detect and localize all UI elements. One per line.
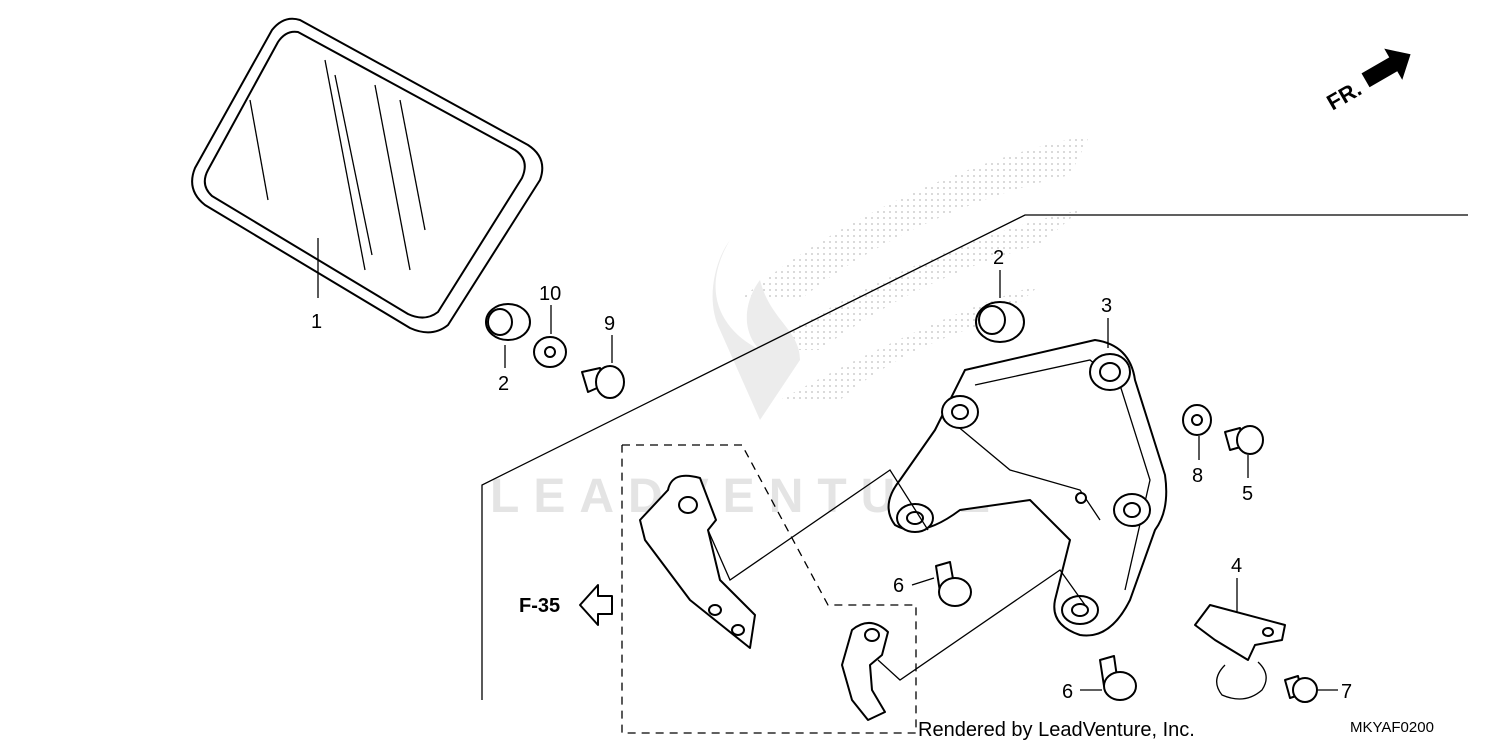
callout-2-right: 2: [993, 247, 1004, 269]
callout-6-lower: 6: [1062, 681, 1073, 703]
group-boundary-lines: [481, 214, 1468, 700]
callout-5: 5: [1242, 483, 1253, 505]
part-10-washer: [533, 305, 567, 368]
watermark-flame-shape: [712, 240, 800, 420]
part-2-rubber-left: [485, 303, 531, 368]
part-4-clamp: [1194, 578, 1286, 700]
reference-label: F-35: [519, 595, 560, 617]
callout-1: 1: [311, 311, 322, 333]
part-2-rubber-right: [975, 270, 1025, 343]
callout-4: 4: [1231, 555, 1242, 577]
front-direction-indicator: FR.: [1322, 48, 1411, 115]
part-1-mirror: [191, 17, 544, 334]
callout-10: 10: [539, 283, 561, 305]
diagram-code: MKYAF0200: [1350, 719, 1434, 736]
callout-9: 9: [604, 313, 615, 335]
callout-3: 3: [1101, 295, 1112, 317]
reference-arrow[interactable]: F-35: [519, 584, 613, 626]
callout-7: 7: [1341, 681, 1352, 703]
watermark-wing-shape: [740, 135, 1090, 400]
part-7-bolt: [1284, 675, 1338, 703]
part-9-bolt: [581, 335, 625, 399]
stay-lower: [841, 569, 1086, 721]
callout-8: 8: [1192, 465, 1203, 487]
reference-arrow-icon: [579, 584, 613, 626]
callout-2-left: 2: [498, 373, 509, 395]
part-6-bolt-lower: [1080, 655, 1137, 701]
front-direction-label: FR.: [1322, 76, 1365, 115]
part-8-washer: [1182, 404, 1212, 460]
part-3-bracket: [887, 318, 1168, 637]
callout-6-upper: 6: [893, 575, 904, 597]
reference-box: [621, 444, 917, 734]
front-arrow-icon: [1361, 48, 1411, 88]
render-credit: Rendered by LeadVenture, Inc.: [918, 719, 1195, 741]
part-6-bolt-upper: [911, 561, 972, 607]
part-5-bolt: [1224, 425, 1264, 478]
stay-upper: [639, 469, 929, 649]
